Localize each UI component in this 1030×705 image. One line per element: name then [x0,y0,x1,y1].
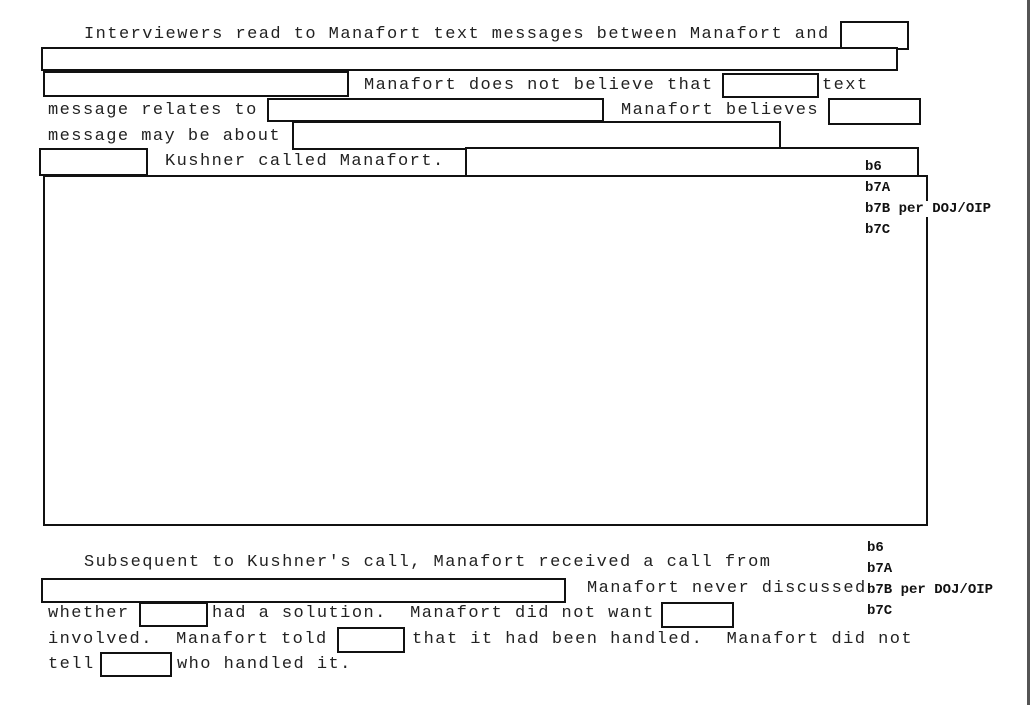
redaction-box [41,47,898,71]
paragraph1-line4a: message relates to [48,101,258,120]
redaction-box [267,98,604,122]
exemption-label: b7B per DOJ/OIP [867,582,994,598]
redaction-box [465,147,919,177]
exemption-label: b6 [865,159,882,175]
redaction-box [43,71,349,97]
redaction-box [337,627,405,653]
paragraph2-line3b: had a solution. Manafort did not want [212,604,655,623]
paragraph2-line3a: whether [48,604,130,623]
redaction-box [722,73,819,98]
paragraph2-line4b: that it had been handled. Manafort did n… [412,630,914,649]
paragraph2-line1: Subsequent to Kushner's call, Manafort r… [84,553,772,572]
redaction-box-large [43,175,928,526]
exemption-label: b7C [865,222,891,238]
paragraph2-line5a: tell [48,655,95,674]
redaction-box [840,21,909,50]
paragraph1-line1: Interviewers read to Manafort text messa… [84,25,830,44]
redaction-box [41,578,566,603]
page-edge [1027,0,1030,705]
exemption-label: b7B per DOJ/OIP [865,201,992,217]
paragraph1-line3b: text [822,76,869,95]
redaction-box [100,652,172,677]
exemption-label: b6 [867,540,884,556]
redaction-box [39,148,148,176]
redaction-box [292,121,781,150]
paragraph2-line4a: involved. Manafort told [48,630,328,649]
paragraph1-line5: message may be about [48,127,282,146]
redaction-box [661,602,734,628]
exemption-label: b7A [865,180,891,196]
paragraph2-line2: Manafort never discussed [587,579,867,598]
paragraph1-line6: Kushner called Manafort. [165,152,445,171]
redaction-box [139,602,208,627]
paragraph1-line4b: Manafort believes [621,101,820,120]
exemption-label: b7A [867,561,893,577]
exemption-label: b7C [867,603,893,619]
redaction-box [828,98,921,125]
paragraph1-line3a: Manafort does not believe that [364,76,714,95]
paragraph2-line5b: who handled it. [177,655,352,674]
